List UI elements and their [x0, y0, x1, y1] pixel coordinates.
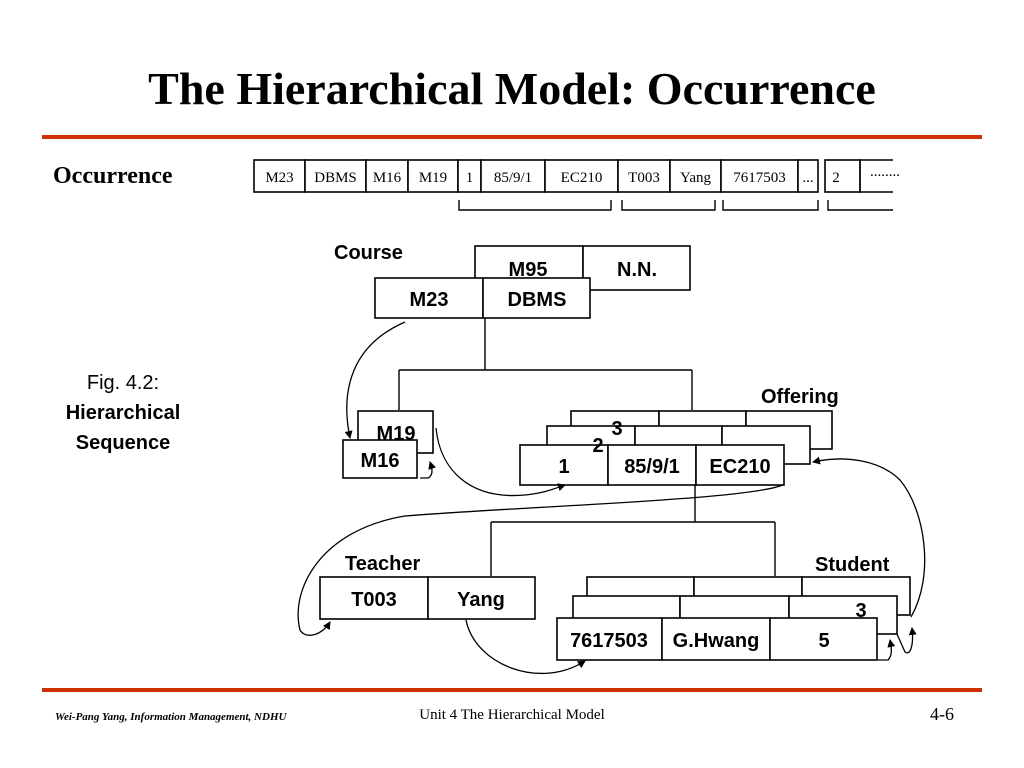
seq-cell-text: M16 — [373, 170, 402, 186]
seq-open-cell — [859, 159, 893, 193]
seq-cell — [824, 159, 861, 193]
footer-author: Wei-Pang Yang, Information Management, N… — [55, 711, 287, 723]
seq-bracket — [621, 200, 716, 211]
footer-unit-title: Unit 4 The Hierarchical Model — [419, 707, 605, 723]
prereq-front-cell — [342, 439, 418, 479]
page-number: 4-6 — [930, 704, 954, 724]
course-front-text: M23 — [410, 289, 449, 311]
student-front-cell — [556, 617, 663, 661]
seq-cell — [407, 159, 459, 193]
seq-cell-text: EC210 — [561, 170, 603, 186]
top-rule — [42, 135, 982, 139]
teacher-text: Yang — [457, 589, 505, 611]
course-back-cell — [582, 245, 691, 291]
arrow-student-layer2-to-layer3 — [896, 627, 917, 654]
course-label: Course — [334, 242, 403, 264]
course-back-text: M95 — [509, 259, 548, 281]
seq-bracket — [458, 200, 612, 211]
course-children-connector — [398, 318, 693, 410]
offering-front-cell — [695, 444, 785, 486]
seq-trailing-dots: ........ — [870, 164, 900, 180]
seq-cell — [365, 159, 409, 193]
offering-layer3-number: 3 — [611, 418, 622, 440]
seq-cell — [253, 159, 306, 193]
seq-cell-text: DBMS — [314, 170, 357, 186]
seq-cell-text: Yang — [680, 170, 711, 186]
course-front-text: DBMS — [508, 289, 567, 311]
teacher-text: T003 — [351, 589, 397, 611]
seq-cell-text: 85/9/1 — [494, 170, 532, 186]
seq-bracket — [827, 200, 893, 211]
figure-caption: Fig. 4.2: Hierarchical Sequence — [44, 368, 202, 458]
offering-label: Offering — [761, 386, 839, 408]
hierarchical-sequence-strip: M23 DBMS M16 M19 1 85/9/1 EC210 T003 Yan… — [253, 159, 900, 211]
seq-cell — [797, 159, 819, 193]
arrow-teacher-to-student — [465, 619, 586, 675]
arrow-student-front-to-layer2 — [878, 639, 896, 661]
seq-cell-text: M23 — [265, 170, 293, 186]
student-front-text: G.Hwang — [673, 630, 760, 652]
teacher-label: Teacher — [345, 553, 420, 575]
seq-cell — [304, 159, 367, 193]
offering-front-text: 85/9/1 — [624, 456, 680, 478]
figure-caption-number: Fig. 4.2: — [86, 372, 160, 394]
figure-caption-line2: Hierarchical — [65, 402, 181, 424]
course-front-cell — [374, 277, 484, 319]
arrow-student-to-offering — [812, 456, 926, 618]
arrow-prereq-to-offering — [435, 427, 566, 497]
offering-front-cell — [607, 444, 697, 486]
teacher-cell — [319, 576, 429, 620]
seq-cell-text: ... — [802, 170, 813, 186]
seq-cell-text: 7617503 — [733, 170, 786, 186]
seq-cell — [617, 159, 671, 193]
seq-cell — [669, 159, 722, 193]
student-layer2-number: 3 — [855, 600, 866, 622]
course-back-text: N.N. — [617, 259, 657, 281]
seq-cell-text: 2 — [832, 170, 840, 186]
student-front-text: 5 — [818, 630, 829, 652]
offering-front-text: 1 — [558, 456, 569, 478]
course-front-cell — [482, 277, 591, 319]
offering-front-cell — [519, 444, 609, 486]
bottom-rule — [42, 688, 982, 692]
seq-cell — [720, 159, 799, 193]
occurrence-label: Occurrence — [53, 163, 173, 189]
seq-bracket — [722, 200, 819, 211]
offering-layer2-number: 2 — [592, 435, 603, 457]
student-front-text: 7617503 — [570, 630, 648, 652]
seq-cell — [544, 159, 619, 193]
offering-children-connector — [490, 485, 776, 576]
page-title: The Hierarchical Model: Occurrence — [148, 63, 876, 114]
student-label: Student — [815, 554, 890, 576]
arrow-offering-to-teacher — [297, 484, 784, 636]
seq-cell-text: M19 — [419, 170, 447, 186]
figure-caption-line3: Sequence — [75, 432, 171, 454]
seq-cell-text: 1 — [466, 170, 474, 186]
prereq-front-text: M16 — [361, 450, 400, 472]
seq-cell-text: T003 — [628, 170, 660, 186]
seq-cell — [480, 159, 546, 193]
offering-front-text: EC210 — [709, 456, 770, 478]
teacher-cell — [427, 576, 536, 620]
arrow-prereq-front-to-back — [420, 461, 437, 479]
student-front-cell — [769, 617, 878, 661]
arrow-course-to-prereq — [344, 321, 406, 439]
